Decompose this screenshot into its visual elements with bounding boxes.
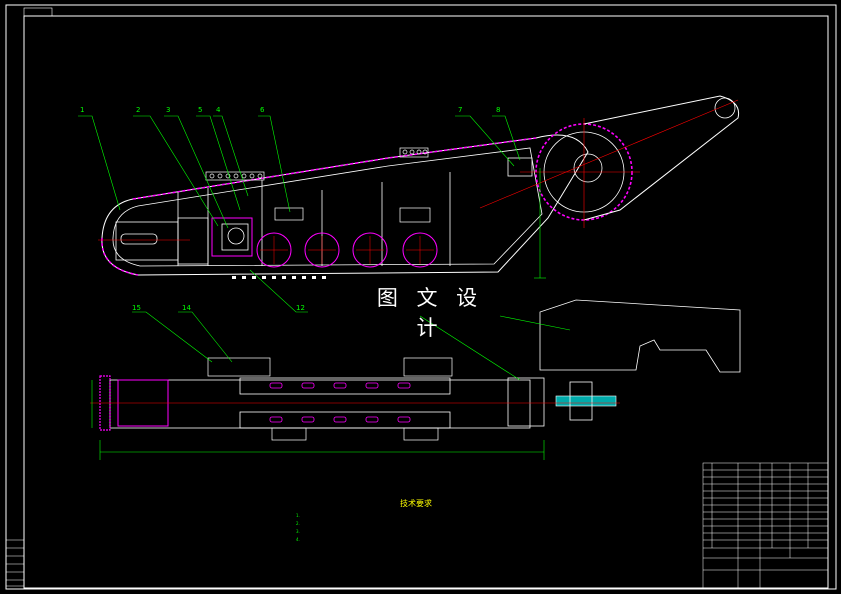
note-line-3: 3. — [296, 529, 300, 534]
roller-axes — [260, 236, 434, 264]
boom-plan — [90, 299, 741, 460]
leader-label-14: 14 — [182, 304, 191, 312]
top-chain-block-2 — [399, 147, 429, 158]
support-rollers — [256, 232, 438, 268]
motor-core — [221, 223, 249, 251]
plan-feet — [271, 427, 439, 441]
leader-label-12: 12 — [296, 304, 305, 312]
elevation-dimensions — [534, 168, 546, 279]
head-shaft — [555, 395, 617, 407]
left-margin-table — [5, 539, 25, 587]
leader-label-1: 1 — [80, 106, 85, 114]
corner-tag-box — [23, 7, 53, 17]
leader-label-4: 4 — [216, 106, 221, 114]
leader-label-6: 6 — [260, 106, 265, 114]
drive-block — [177, 217, 209, 265]
sprocket-hub — [573, 153, 603, 183]
track-outline — [101, 134, 589, 276]
leader-label-5: 5 — [198, 106, 203, 114]
nameplate-2 — [399, 207, 431, 223]
track-hatch-lower — [101, 237, 139, 276]
head-hub — [569, 381, 593, 421]
leader-label-15: 15 — [132, 304, 141, 312]
motor-housing — [211, 217, 253, 257]
plan-top-chain — [207, 357, 453, 377]
watermark: 图 文 设 计 — [360, 283, 500, 340]
note-line-2: 2. — [296, 521, 300, 526]
leader-label-3: 3 — [166, 106, 171, 114]
slot — [120, 233, 158, 245]
outer-frame — [5, 4, 837, 590]
track-inner — [112, 147, 543, 267]
leader-label-8: 8 — [496, 106, 501, 114]
plan-rail-top — [239, 377, 451, 395]
plan-slots — [269, 382, 411, 423]
head-block — [507, 377, 545, 427]
notes-title: 技术要求 — [400, 499, 432, 508]
leader-label-7: 7 — [458, 106, 463, 114]
track-hatch — [132, 137, 537, 200]
inner-frame — [23, 15, 829, 589]
swing-arm — [583, 95, 740, 221]
note-line-4: 4. — [296, 537, 300, 542]
leader-label-2: 2 — [136, 106, 141, 114]
top-chain-block-1 — [205, 171, 265, 181]
arm-pivot — [714, 97, 736, 119]
bracket — [507, 157, 533, 177]
plan-rail-bottom — [239, 411, 451, 429]
boom-elevation — [98, 95, 740, 279]
center-lines — [98, 99, 739, 241]
arm-plan — [539, 299, 741, 373]
track-teeth — [232, 276, 326, 279]
note-line-1: 1. — [296, 513, 300, 518]
motor-shaft — [227, 227, 245, 245]
plan-dimensions — [91, 380, 545, 460]
leader-lines — [78, 115, 571, 381]
technical-notes: 技术要求 1. 2. 3. 4. — [296, 500, 536, 544]
